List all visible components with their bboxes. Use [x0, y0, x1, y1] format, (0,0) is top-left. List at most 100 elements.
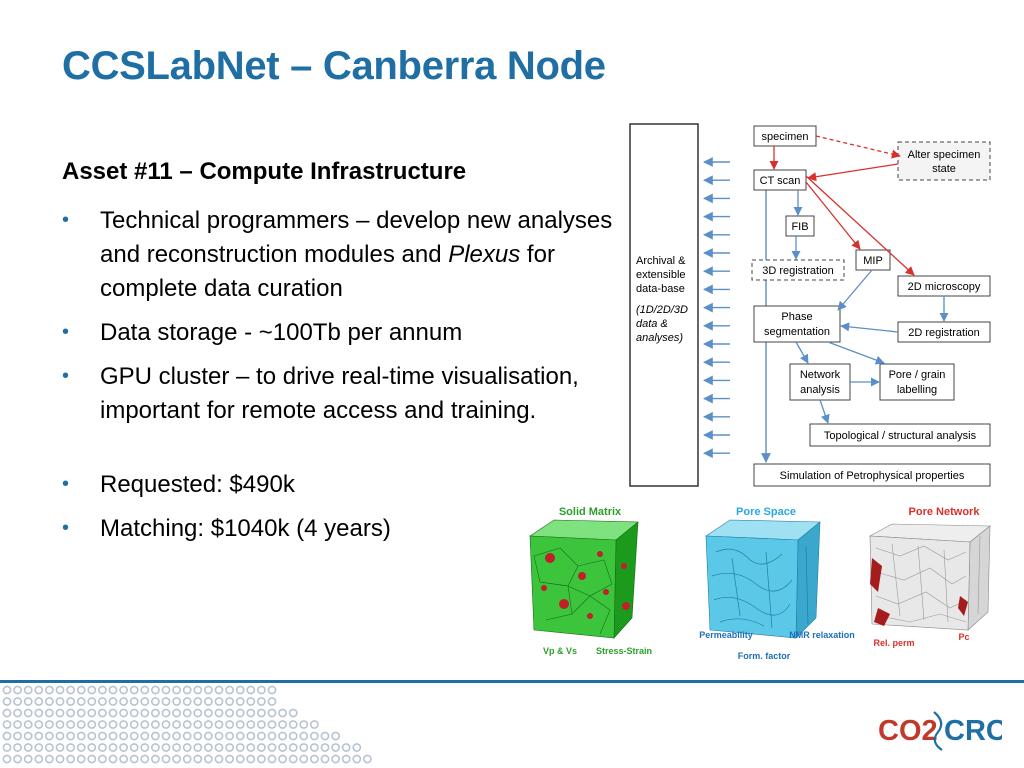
decoration-dot	[320, 731, 330, 741]
node-phase-segmentation: Phase segmentation	[753, 305, 841, 343]
decoration-dot	[108, 708, 118, 718]
decoration-dot	[76, 685, 86, 695]
decoration-dot	[341, 743, 351, 752]
decoration-dot	[278, 754, 287, 764]
decoration-dot	[182, 708, 192, 718]
decoration-dot	[172, 754, 181, 764]
decoration-dot	[288, 754, 298, 764]
decoration-dot	[161, 731, 171, 741]
decoration-dot	[66, 708, 75, 718]
decoration-dot	[225, 720, 234, 729]
decoration-dot	[225, 697, 234, 706]
co2crc-logo: CO2 CRC	[878, 711, 1002, 751]
panel-title: Solid Matrix	[559, 506, 622, 518]
decoration-dot	[172, 731, 181, 741]
decoration-dot	[193, 685, 203, 695]
decoration-dot	[331, 754, 340, 764]
decoration-dot	[34, 697, 44, 706]
decoration-dot	[34, 754, 44, 764]
decoration-dot	[246, 685, 256, 695]
decoration-dot	[13, 743, 22, 752]
decoration-dot	[214, 731, 224, 741]
decoration-dot	[246, 708, 256, 718]
decoration-dot	[193, 731, 203, 741]
database-column: Archival & extensible data-base (1D/2D/3…	[629, 123, 699, 487]
decoration-dot	[13, 708, 22, 718]
decoration-dot	[76, 731, 86, 741]
decoration-dot	[267, 720, 277, 729]
bullet-marker: •	[62, 209, 70, 231]
node-label: segmentation	[764, 326, 830, 338]
node-ct-scan: CT scan	[753, 169, 807, 191]
decoration-dot	[182, 685, 192, 695]
solid-matrix-texture	[541, 551, 630, 619]
decoration-dot	[225, 743, 234, 752]
node-alter-specimen: Alter specimen state	[897, 141, 991, 181]
database-input-arrows	[703, 157, 730, 459]
decoration-dot	[76, 743, 86, 752]
decoration-dot	[98, 743, 107, 752]
bullet-item-programmers: •Technical programmers – develop new ana…	[62, 204, 622, 306]
node-label: 3D registration	[762, 265, 834, 277]
decoration-dot	[256, 731, 266, 741]
decoration-dot	[150, 720, 160, 729]
decoration-dot	[87, 743, 97, 752]
decoration-dot	[129, 697, 139, 706]
decoration-dot	[119, 754, 128, 764]
node-label: labelling	[897, 384, 937, 396]
decoration-dot	[246, 754, 256, 764]
decoration-dot	[45, 731, 54, 741]
decoration-dot	[362, 754, 372, 764]
decoration-dot	[172, 685, 181, 695]
decoration-dot	[98, 754, 107, 764]
bullet-text: Matching: $1040k (4 years)	[100, 515, 391, 542]
decoration-dot	[87, 754, 97, 764]
decoration-dot	[225, 708, 234, 718]
decoration-dot	[55, 697, 65, 706]
decoration-dot	[98, 708, 107, 718]
decoration-dot	[214, 720, 224, 729]
decoration-dot	[150, 731, 160, 741]
arrow-phase-pore	[827, 341, 885, 365]
decoration-dot	[140, 685, 150, 695]
decoration-dot	[267, 754, 277, 764]
decoration-dot	[235, 708, 245, 718]
decoration-dot	[108, 743, 118, 752]
decoration-dot	[267, 708, 277, 718]
decoration-dot	[172, 708, 181, 718]
decoration-dot	[161, 743, 171, 752]
decoration-dot	[23, 720, 33, 729]
workflow-diagram: Archival & extensible data-base (1D/2D/3…	[629, 123, 991, 487]
decoration-dot	[150, 743, 160, 752]
decoration-dot	[13, 731, 22, 741]
decoration-dot	[309, 743, 319, 752]
decoration-dot	[288, 708, 298, 718]
decoration-dot	[87, 720, 97, 729]
decoration-dot	[182, 697, 192, 706]
decoration-dot	[76, 708, 86, 718]
decoration-dot	[45, 708, 54, 718]
decoration-dot	[45, 754, 54, 764]
decoration-dot	[140, 743, 150, 752]
decoration-dot	[203, 697, 213, 706]
panel-label: Form. factor	[738, 651, 791, 661]
decoration-dot	[76, 720, 86, 729]
decoration-dot	[23, 754, 33, 764]
decoration-dot	[267, 685, 277, 695]
decoration-dot	[150, 685, 160, 695]
decoration-dot	[76, 754, 86, 764]
bullet-marker: •	[62, 321, 70, 343]
decoration-dot	[98, 720, 107, 729]
decoration-dot	[193, 720, 203, 729]
dot-pattern-decoration	[2, 685, 372, 764]
decoration-dot	[203, 754, 213, 764]
node-3d-registration: 3D registration	[751, 259, 845, 281]
decoration-dot	[214, 754, 224, 764]
node-label: MIP	[863, 255, 883, 267]
decoration-dot	[235, 697, 245, 706]
panel-label: Vp & Vs	[543, 646, 577, 656]
panel-label: NMR relaxation	[789, 630, 855, 640]
node-topological: Topological / structural analysis	[809, 423, 991, 447]
bullet-text: GPU cluster – to drive real-time visuali…	[100, 363, 579, 424]
decoration-dot	[299, 743, 309, 752]
